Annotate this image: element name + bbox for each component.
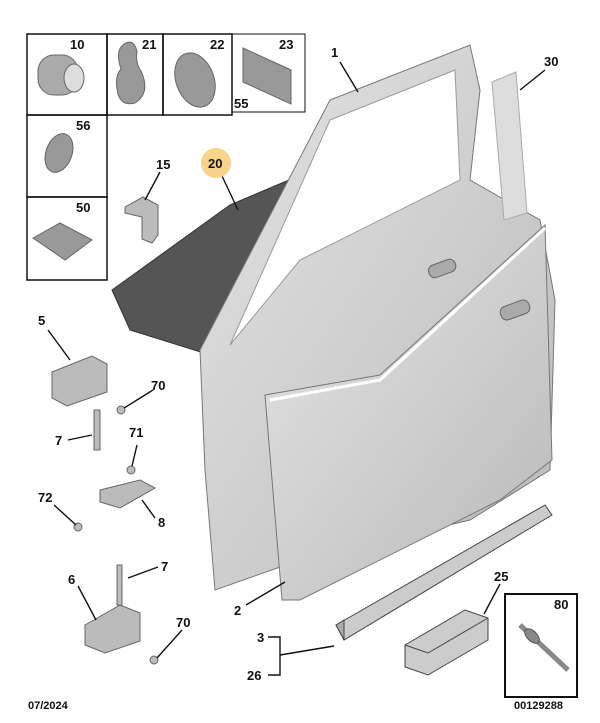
callout-10[interactable]: 10	[70, 37, 85, 52]
part-23-pad	[242, 47, 292, 105]
part-56-pad	[44, 133, 74, 173]
part-2-outer-panel	[264, 223, 553, 601]
part-21-pad	[116, 41, 146, 105]
callout-7-lower[interactable]: 7	[161, 559, 169, 574]
callout-2[interactable]: 2	[234, 603, 242, 618]
callout-30[interactable]: 30	[544, 54, 559, 69]
footer-date: 07/2024	[28, 700, 68, 712]
callout-8[interactable]: 8	[158, 515, 166, 530]
callout-3[interactable]: 3	[257, 630, 265, 645]
leader-lines	[47, 61, 546, 676]
callout-56[interactable]: 56	[76, 118, 91, 133]
highlight-circle	[201, 148, 231, 178]
callout-70-upper[interactable]: 70	[151, 378, 166, 393]
window-opening	[229, 69, 461, 346]
callout-80[interactable]: 80	[554, 597, 569, 612]
callout-15[interactable]: 15	[156, 157, 171, 172]
thumbnail-grid	[26, 33, 578, 698]
callout-72[interactable]: 72	[38, 490, 53, 505]
footer-reference: 00129288	[514, 700, 563, 712]
callout-25[interactable]: 25	[494, 569, 509, 584]
part-10-plug	[37, 54, 85, 96]
part-15-bracket	[124, 196, 159, 244]
callout-5[interactable]: 5	[38, 313, 46, 328]
part-22-pad	[174, 52, 216, 108]
hinges	[51, 355, 159, 665]
callout-71[interactable]: 71	[129, 425, 144, 440]
part-50-pad	[32, 222, 93, 261]
callout-7-upper[interactable]: 7	[55, 433, 63, 448]
callout-1[interactable]: 1	[331, 45, 339, 60]
callout-22[interactable]: 22	[210, 37, 225, 52]
part-80-rivet	[518, 623, 570, 672]
callout-26[interactable]: 26	[247, 668, 262, 683]
callout-6[interactable]: 6	[68, 572, 76, 587]
callout-23[interactable]: 23	[279, 37, 294, 52]
callout-55[interactable]: 55	[234, 96, 249, 111]
callout-70-lower[interactable]: 70	[176, 615, 191, 630]
part-30-strip	[491, 71, 528, 221]
callout-21[interactable]: 21	[142, 37, 157, 52]
callout-50[interactable]: 50	[76, 200, 91, 215]
callout-20[interactable]: 20	[208, 156, 223, 171]
